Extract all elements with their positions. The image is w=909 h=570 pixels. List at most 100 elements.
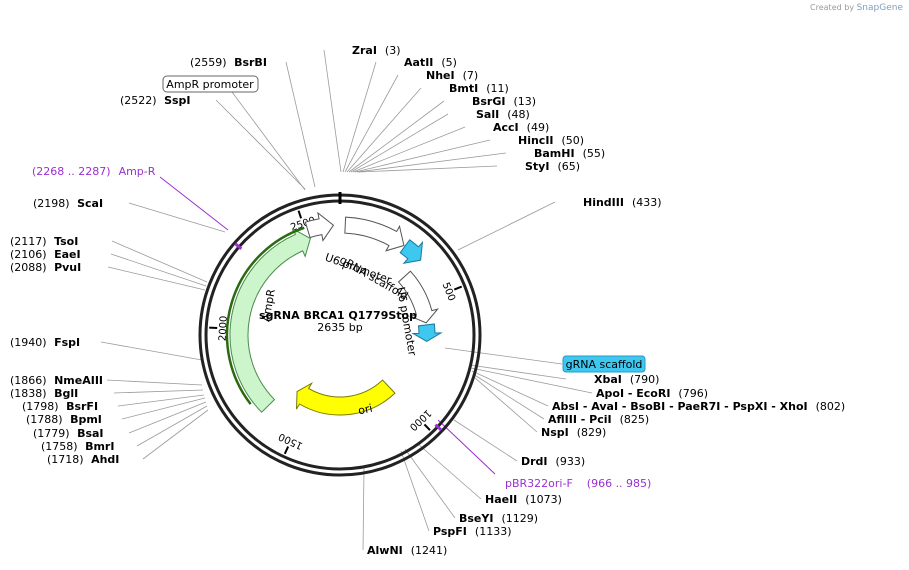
enzyme-name: HaeII <box>485 493 517 506</box>
enzyme-position: (48) <box>507 108 530 121</box>
enzyme-name: TsoI <box>54 235 78 248</box>
backbone <box>198 192 482 477</box>
enzyme-name: AhdI <box>91 453 119 466</box>
feature-label: ori <box>357 402 374 418</box>
feature-arrow <box>304 211 335 242</box>
site-leader-line <box>136 405 208 447</box>
enzyme-position: (2117) <box>10 235 50 248</box>
restriction-site-label: AlwNI(1241) <box>367 544 447 557</box>
tick-mark <box>283 446 290 455</box>
enzyme-position: (2106) <box>10 248 50 261</box>
enzyme-position: (2522) <box>120 94 160 107</box>
enzyme-name: PvuI <box>54 261 81 274</box>
plasmid-length: 2635 bp <box>317 321 362 334</box>
grna-scaffold-callout-box <box>562 355 646 373</box>
restriction-site-label: BsrGI(13) <box>472 95 536 108</box>
restriction-site-label: (1798) BsrFI <box>22 400 98 413</box>
restriction-site-label: BmtI(11) <box>449 82 509 95</box>
site-leader-line <box>453 419 518 462</box>
restriction-site-label: HaeII(1073) <box>485 493 562 506</box>
enzyme-position: (1788) <box>26 413 66 426</box>
ampr-promoter-callout-box <box>162 75 259 93</box>
credit-prefix: Created by <box>810 3 855 12</box>
tick-label: 500 <box>440 281 457 303</box>
restriction-site-label: (1940) FspI <box>10 336 80 349</box>
enzyme-name: BsrGI <box>472 95 505 108</box>
enzyme-name: HindIII <box>583 196 624 209</box>
enzyme-position: (1940) <box>10 336 50 349</box>
enzyme-name: AflIII - PciI <box>548 413 612 426</box>
snapgene-credit: Created by SnapGene <box>810 3 903 13</box>
enzyme-position: (7) <box>463 69 479 82</box>
site-leader-line <box>400 450 430 532</box>
enzyme-name: AatII <box>404 56 433 69</box>
enzyme-position: (49) <box>527 121 550 134</box>
primer-label: pBR322ori-F(966 .. 985) <box>505 477 651 490</box>
enzyme-name: XbaI <box>594 373 622 386</box>
primer-label: (2268 .. 2287) Amp-R <box>32 165 156 178</box>
restriction-site-label: AflIII - PciI (825) <box>548 413 649 426</box>
restriction-site-label: (1718) AhdI <box>47 453 119 466</box>
enzyme-name: AccI <box>493 121 519 134</box>
enzyme-name: BmtI <box>449 82 478 95</box>
enzyme-name: BsrFI <box>66 400 98 413</box>
site-leader-line <box>117 394 205 407</box>
restriction-site-label: BseYI(1129) <box>459 512 538 525</box>
site-leader-line <box>470 367 593 394</box>
restriction-site-label: BamHI(55) <box>534 147 605 160</box>
site-leader-line <box>471 370 549 407</box>
restriction-site-label: DrdI(933) <box>521 455 585 468</box>
primer-range: (2268 .. 2287) <box>32 165 111 178</box>
enzyme-name: SalI <box>476 108 499 121</box>
enzyme-name: NspI <box>541 426 569 439</box>
enzyme-name: FspI <box>54 336 80 349</box>
feature-arrow <box>229 227 311 413</box>
site-leader-line <box>417 443 482 500</box>
enzyme-name: AbsI - AvaI - BsoBI - PaeR7I - PspXI - X… <box>552 400 808 413</box>
enzyme-name: StyI <box>525 160 549 173</box>
leader-lines <box>100 49 593 551</box>
restriction-site-label: (1779) BsaI <box>33 427 104 440</box>
site-leader-line <box>356 152 507 173</box>
primer-range: (966 .. 985) <box>587 477 652 490</box>
restriction-site-label: (2117) TsoI <box>10 235 78 248</box>
tick-mark <box>453 285 463 291</box>
enzyme-name: BsaI <box>77 427 103 440</box>
tick-mark <box>423 423 431 431</box>
feature-arrow <box>344 216 405 252</box>
site-leader-line <box>128 401 207 434</box>
credit-brand: SnapGene <box>856 3 903 13</box>
restriction-site-label: (1788) BpmI <box>26 413 102 426</box>
enzyme-position: (933) <box>556 455 586 468</box>
plasmid-name: sgRNA BRCA1 Q1779Stop <box>259 309 417 322</box>
enzyme-name: BsrBI <box>234 56 267 69</box>
enzyme-position: (825) <box>620 413 650 426</box>
feature-arrow <box>399 239 424 265</box>
feature-arrow <box>411 323 443 343</box>
restriction-site-label: NspI(829) <box>541 426 606 439</box>
site-leader-line <box>121 397 206 420</box>
ampr-promoter-leader <box>231 91 306 191</box>
site-leader-line <box>358 165 498 173</box>
enzyme-position: (50) <box>562 134 585 147</box>
restriction-site-label: PspFI(1133) <box>433 525 511 538</box>
enzyme-position: (1133) <box>475 525 512 538</box>
site-leader-line <box>100 341 203 361</box>
enzyme-position: (1758) <box>41 440 81 453</box>
feature-arrow <box>397 270 440 324</box>
primer-name: Amp-R <box>119 165 156 178</box>
enzyme-name: BamHI <box>534 147 575 160</box>
site-leader-line <box>323 49 342 173</box>
site-leader-line <box>107 266 206 291</box>
site-leader-line <box>469 364 567 380</box>
restriction-site-label: (2106) EaeI <box>10 248 81 261</box>
enzyme-name: ZraI <box>352 44 377 57</box>
ampr-promoter-callout: AmpR promoter <box>166 78 254 91</box>
site-leader-line <box>352 126 466 173</box>
restriction-site-label: ZraI(3) <box>352 44 401 57</box>
site-leader-line <box>285 61 316 188</box>
site-leader-line <box>342 61 377 173</box>
restriction-site-label: HindIII(433) <box>583 196 662 209</box>
restriction-site-label: (1838) BglI <box>10 387 78 400</box>
